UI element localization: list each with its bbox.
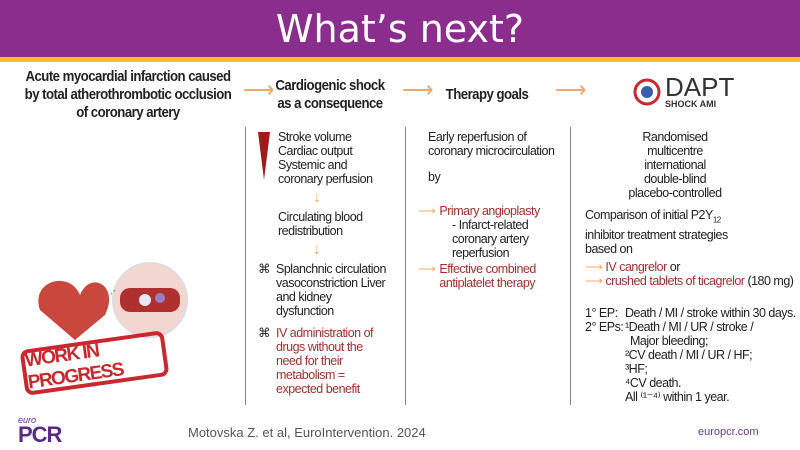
design-item: multicentre xyxy=(647,144,703,158)
arrow-right-icon: ⟶ xyxy=(402,77,434,102)
splanchnic-text: Splanchnic circulation vasoconstriction … xyxy=(276,262,386,318)
design-item: placebo-controlled xyxy=(628,186,722,200)
virus-logo-icon xyxy=(633,78,661,106)
header-goals: Therapy goals xyxy=(445,86,529,103)
logo-small-text: euro xyxy=(18,415,37,425)
shock-column: Stroke volume Cardiac output Systemic an… xyxy=(258,130,403,396)
arrow-right-icon: ⟶ xyxy=(555,77,587,102)
goals-intro: Early reperfusion of coronary microcircu… xyxy=(428,130,555,158)
endpoint-item: ³HF; xyxy=(625,361,648,376)
endpoint-item: ¹Death / MI / UR / stroke / xyxy=(625,319,754,334)
arrow-right-icon: ⟶ xyxy=(418,262,436,276)
design-item: international xyxy=(644,158,706,172)
arrow-right-icon: ⟶ xyxy=(418,204,436,218)
arm-ticagrelor: crushed tablets of ticagrelor xyxy=(605,273,745,288)
logo-sub-text: SHOCK AMI xyxy=(665,99,717,109)
endpoint-item: ⁴CV death. xyxy=(625,375,681,390)
europcr-logo: euro PCR xyxy=(18,415,62,447)
goals-column: Early reperfusion of coronary microcircu… xyxy=(418,130,568,290)
comparison-b: inhibitor treatment strategies based on xyxy=(585,227,728,256)
title-bar: What’s next? xyxy=(0,0,800,57)
iv-benefit-text: IV administration of drugs without the n… xyxy=(276,326,374,396)
arrow-right-icon: ⟶ xyxy=(585,259,606,274)
goals-by: by xyxy=(428,170,441,184)
endpoint-item: Major bleeding; xyxy=(630,333,708,348)
bullet-icon: ⌘ xyxy=(258,326,271,340)
drop-item: Systemic and xyxy=(278,158,348,172)
arrow-right-icon: ⟶ xyxy=(585,273,606,288)
drop-item: Stroke volume xyxy=(278,130,352,144)
comparison-text: Comparison of initial P2Y12 inhibitor tr… xyxy=(585,208,760,256)
heart-artery-illustration xyxy=(38,262,188,340)
divider xyxy=(405,127,406,405)
accent-line xyxy=(0,57,800,62)
header-ami: Acute myocardial infarction caused by to… xyxy=(24,68,232,121)
europcr-link[interactable]: europcr.com xyxy=(698,426,759,438)
bullet-icon: ⌘ xyxy=(258,262,271,276)
dapt-text: Effective combined antiplatelet therapy xyxy=(439,262,536,290)
arrow-right-icon: ⟶ xyxy=(243,77,275,102)
arm1-suffix: or xyxy=(666,259,681,274)
trial-column: Randomised multicentre international dou… xyxy=(585,130,800,404)
pci-text: Primary angioplasty xyxy=(439,204,540,218)
divider xyxy=(570,127,571,405)
citation: Motovska Z. et al, EuroIntervention. 202… xyxy=(188,425,426,440)
arm2-suffix: (180 mg) xyxy=(744,273,794,288)
redistribution-text: Circulating blood redistribution xyxy=(278,210,363,238)
arrow-down-icon: ↓ xyxy=(313,241,321,258)
comparison-sub: 12 xyxy=(712,215,721,225)
decrease-triangle-icon xyxy=(258,132,270,180)
drop-item: Cardiac output xyxy=(278,144,353,158)
divider xyxy=(245,127,246,405)
logo-main-text: DAPT xyxy=(665,72,735,102)
drop-item: coronary perfusion xyxy=(278,172,373,186)
secondary-endpoint-label: 2° EPs: xyxy=(585,319,624,334)
arrow-down-icon: ↓ xyxy=(313,189,321,206)
primary-endpoint-label: 1° EP: xyxy=(585,305,618,320)
pci-detail: - Infarct-related coronary artery reperf… xyxy=(452,218,529,260)
endpoint-item: ²CV death / MI / UR / HF; xyxy=(625,347,753,362)
comparison-a: Comparison of initial P2Y xyxy=(585,208,713,222)
logo-big-text: PCR xyxy=(18,422,62,447)
design-item: double-blind xyxy=(643,172,707,186)
secondary-endpoints: ¹Death / MI / UR / stroke / Major bleedi… xyxy=(625,319,754,404)
design-item: Randomised xyxy=(642,130,708,144)
arm-cangrelor: IV cangrelor xyxy=(605,259,667,274)
slide-title: What’s next? xyxy=(275,6,525,51)
primary-endpoint: Death / MI / stroke within 30 days. xyxy=(625,305,796,320)
endpoint-item: All ⁽¹⁻⁴⁾ within 1 year. xyxy=(625,389,730,404)
header-shock: Cardiogenic shock as a consequence xyxy=(275,77,385,112)
